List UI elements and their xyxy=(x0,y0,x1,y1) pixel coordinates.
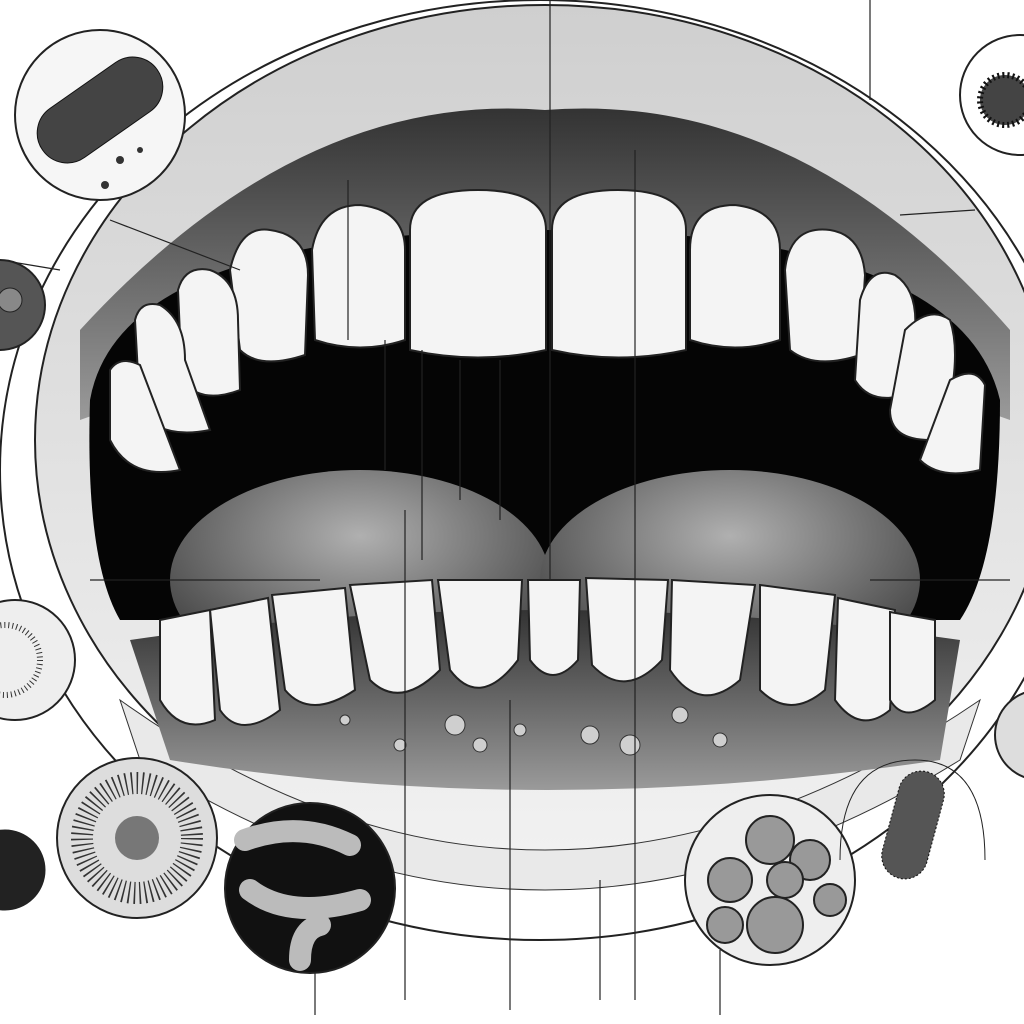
spiky-virus-inset-bottom xyxy=(56,757,218,919)
bacilli-icon xyxy=(234,820,371,971)
edge-inset-right xyxy=(994,691,1024,779)
virus-icon xyxy=(71,772,203,904)
rod-bacterium-inset xyxy=(14,29,186,201)
filament-inset-left xyxy=(0,599,76,721)
cocci-cluster-inset-bottom xyxy=(684,794,856,966)
cocci-cluster-inset-left xyxy=(0,259,46,351)
cocci-icon xyxy=(0,287,23,313)
rod-bacterium-icon xyxy=(36,56,164,164)
rod-bacterium-inset-bottom-right xyxy=(839,759,986,880)
rod-bacterium-icon xyxy=(881,770,945,880)
tubular-bacteria-inset xyxy=(224,802,396,974)
filament-icon xyxy=(0,622,43,698)
cocci-icon xyxy=(706,815,847,954)
plaque-deposits xyxy=(339,706,728,756)
lower-teeth xyxy=(159,576,936,726)
virus-icon xyxy=(977,72,1024,128)
spiky-virus-inset-bottom-left xyxy=(0,829,46,911)
spiky-virus-inset-top-right xyxy=(959,34,1024,156)
upper-teeth xyxy=(109,188,987,475)
